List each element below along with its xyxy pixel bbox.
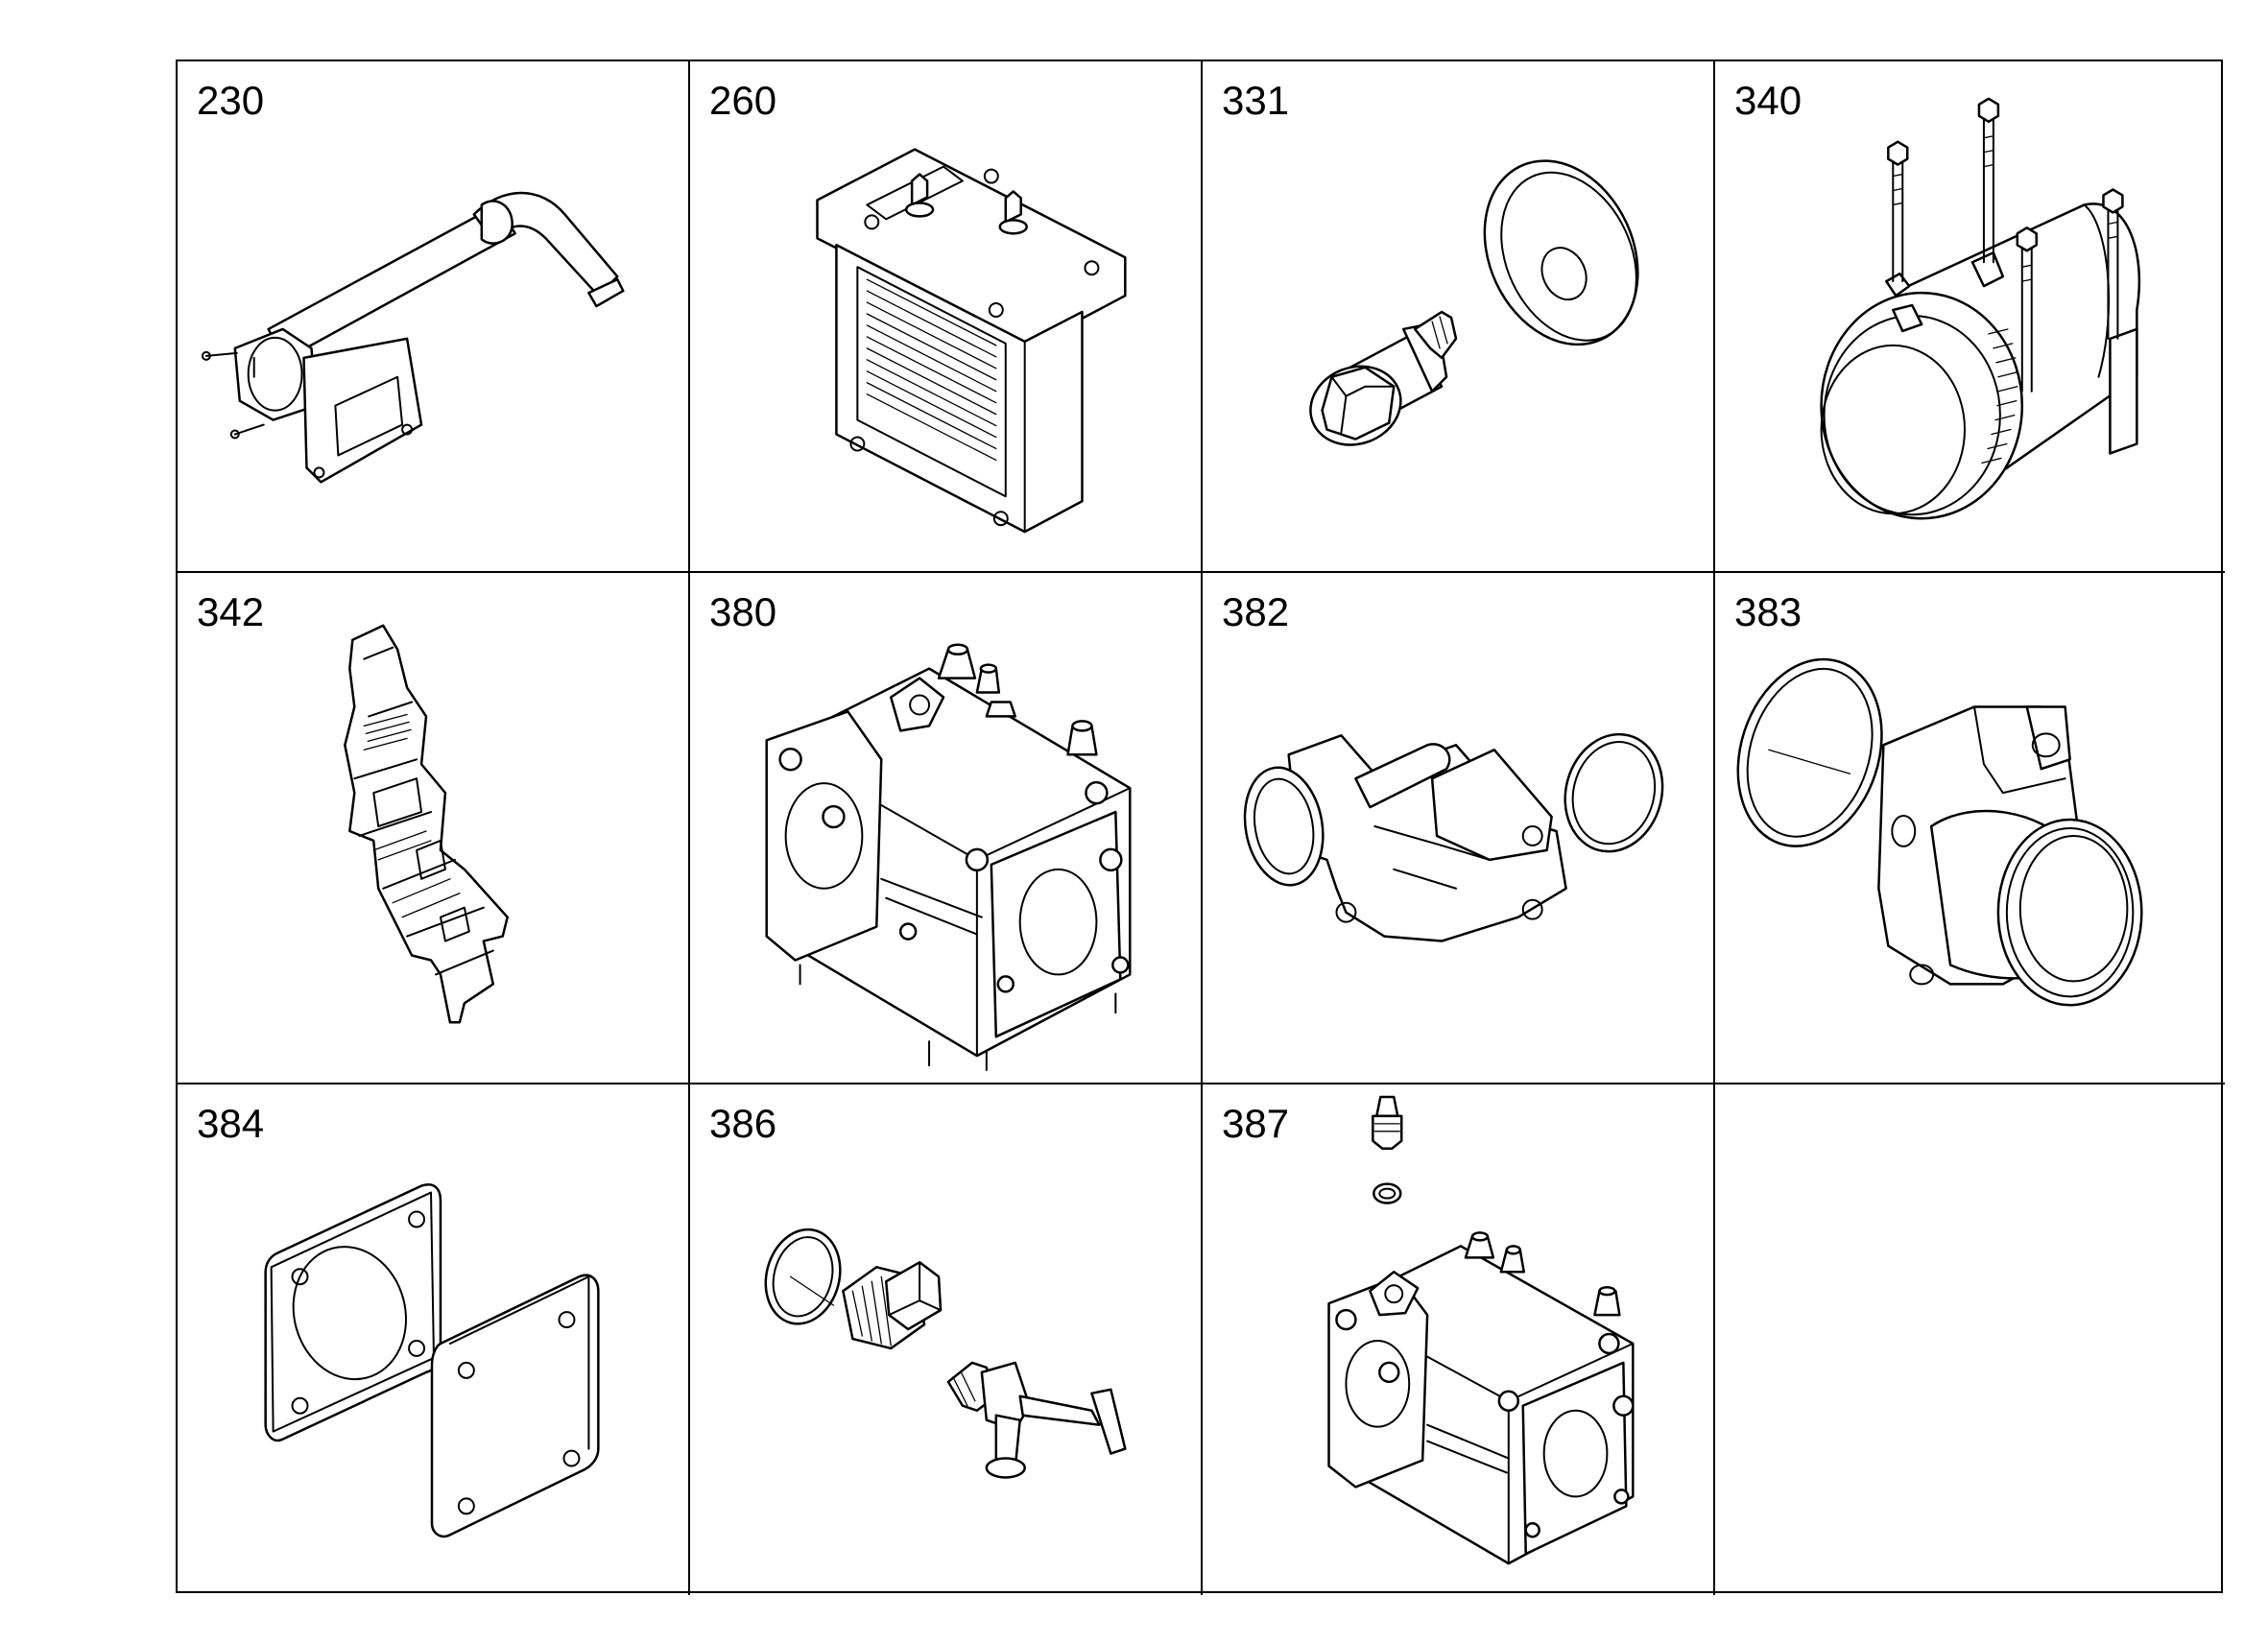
empty-cell (1715, 1084, 2225, 1595)
part-number: 230 (197, 78, 265, 123)
thermostat-housing-with-fitting-icon (1203, 1084, 1713, 1595)
part-cell-230[interactable]: 230 (178, 61, 690, 573)
part-cell-386[interactable]: 386 (690, 1084, 1203, 1595)
part-cell-342[interactable]: 342 (178, 573, 690, 1084)
part-number: 260 (709, 78, 777, 123)
part-cell-340[interactable]: 340 (1715, 61, 2225, 573)
exhaust-pipe-with-elbow-icon (178, 61, 688, 571)
part-number: 340 (1734, 78, 1802, 123)
part-number: 383 (1734, 589, 1802, 634)
part-number: 342 (197, 589, 265, 634)
banjo-bolt-and-washer-icon (1203, 61, 1713, 571)
part-cell-383[interactable]: 383 (1715, 573, 2225, 1084)
outlet-flange-with-o-ring-icon (1715, 573, 2225, 1083)
ac-compressor-icon (1715, 61, 2225, 571)
part-cell-260[interactable]: 260 (690, 61, 1203, 573)
part-cell-382[interactable]: 382 (1203, 573, 1715, 1084)
part-cell-331[interactable]: 331 (1203, 61, 1715, 573)
parts-grid: 230 260 (176, 60, 2225, 1595)
part-number: 384 (197, 1101, 265, 1146)
part-number: 387 (1222, 1101, 1290, 1146)
heat-exchanger-block-icon (690, 61, 1201, 571)
part-number: 382 (1222, 589, 1290, 634)
part-cell-384[interactable]: 384 (178, 1084, 690, 1595)
gasket-and-cover-plate-icon (178, 1084, 688, 1595)
drain-plug-and-valve-icon (690, 1084, 1201, 1595)
part-number: 386 (709, 1101, 777, 1146)
part-number: 331 (1222, 78, 1290, 123)
outlet-elbow-with-o-ring-icon (1203, 573, 1713, 1083)
part-number: 380 (709, 589, 777, 634)
part-cell-387[interactable]: 387 (1203, 1084, 1715, 1595)
mounting-bracket-icon (178, 573, 688, 1083)
part-cell-380[interactable]: 380 (690, 573, 1203, 1084)
thermostat-housing-icon (690, 573, 1201, 1083)
